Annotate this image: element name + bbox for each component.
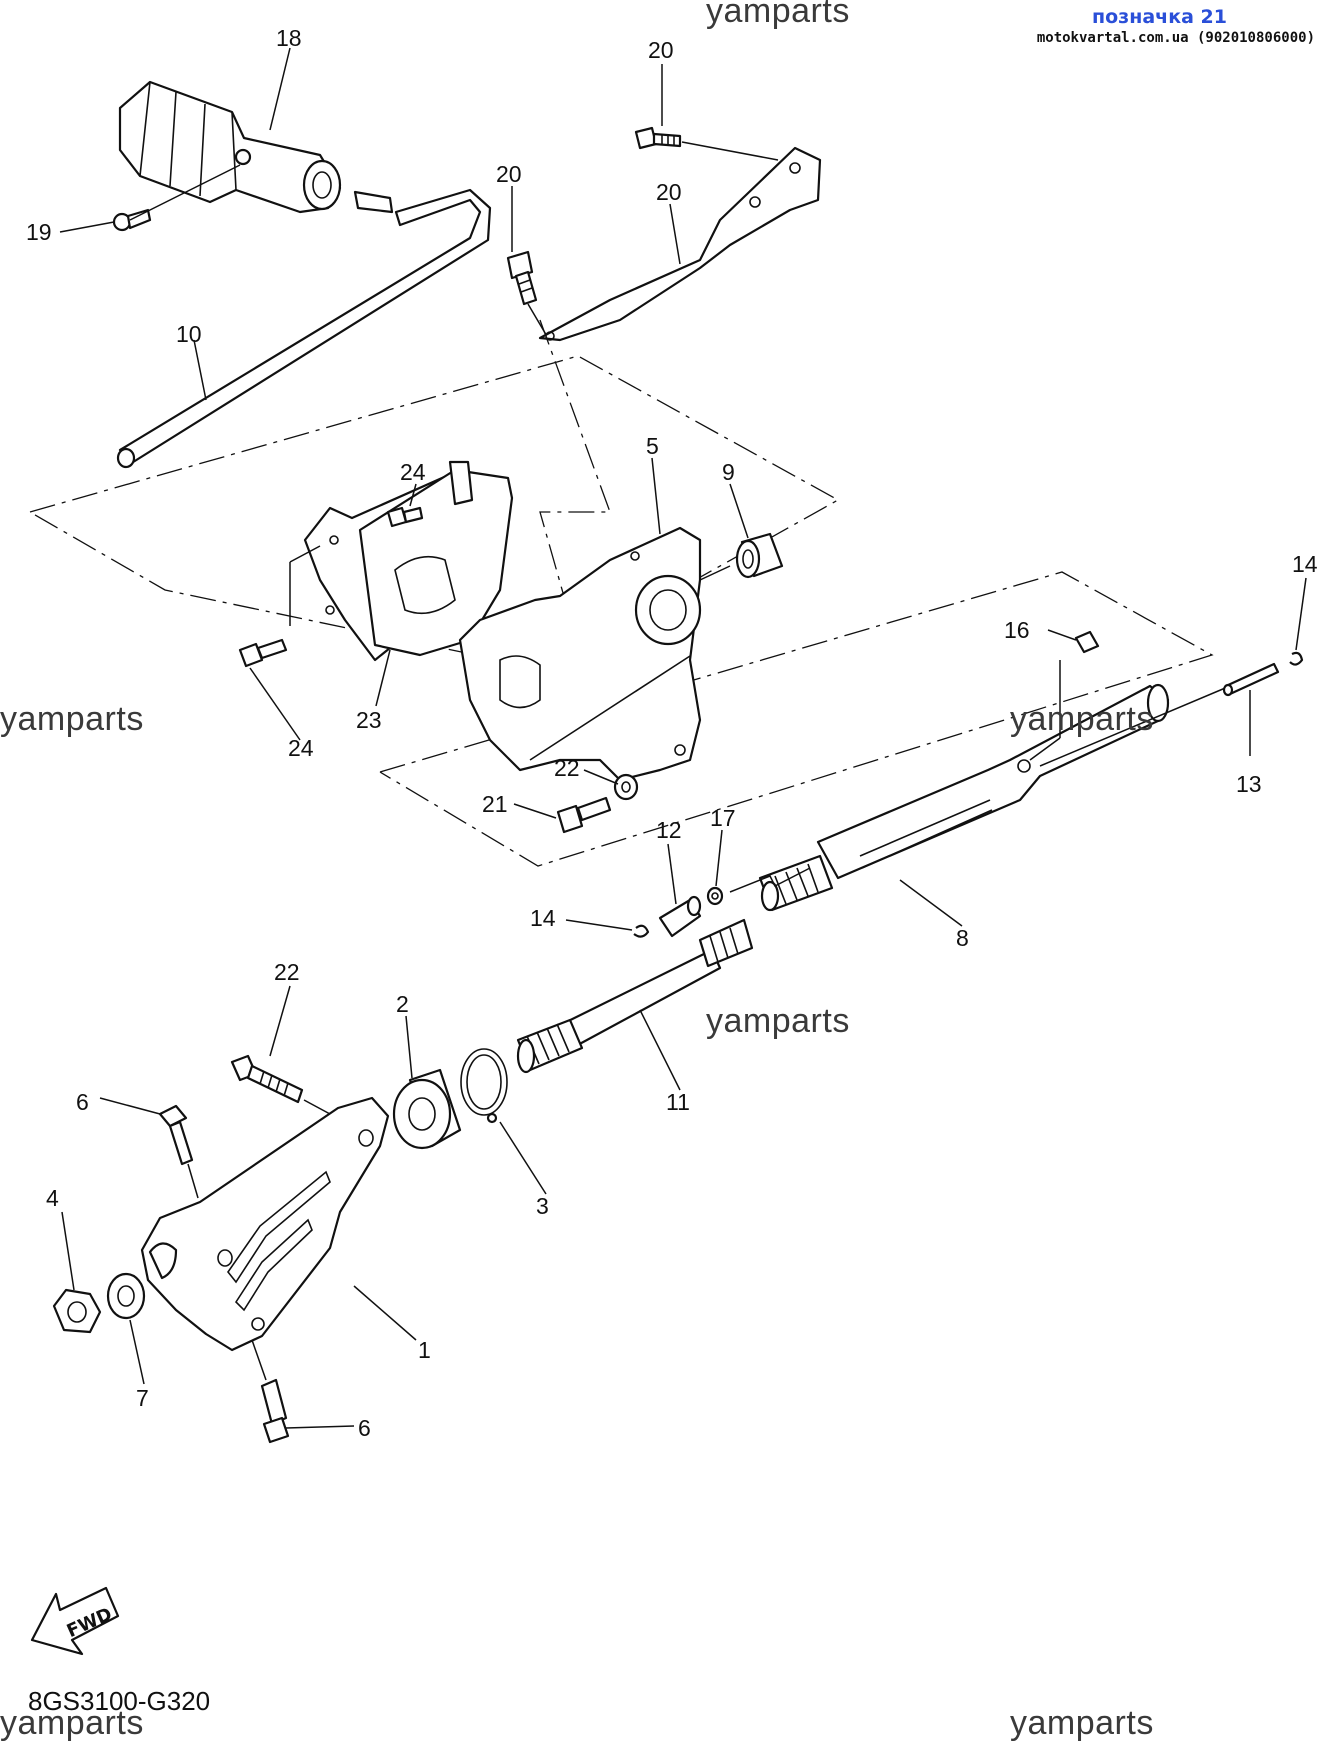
header-site: motokvartal.com.ua (902010806000) xyxy=(1036,30,1315,46)
watermark-bottom-left: yamparts xyxy=(0,1704,144,1742)
watermark-top: yamparts xyxy=(706,0,850,30)
callout-9: 9 xyxy=(722,459,735,485)
washer-21-part xyxy=(613,773,639,801)
nut-4-part xyxy=(52,1288,102,1334)
watermark-right: yamparts xyxy=(1010,700,1154,738)
callout-6-upper: 6 xyxy=(76,1089,89,1115)
washer-15-part xyxy=(706,886,724,906)
housing-plate-5-part xyxy=(458,526,702,782)
bolt-6-lower-part xyxy=(260,1378,290,1444)
callout-5: 5 xyxy=(646,433,659,459)
callout-8: 8 xyxy=(956,925,969,951)
bearing-2-part xyxy=(392,1068,462,1150)
callout-7: 7 xyxy=(136,1385,149,1411)
callout-16: 16 xyxy=(1004,617,1030,643)
bolt-6-upper-part xyxy=(158,1104,194,1166)
watermark-bottom-right: yamparts xyxy=(1010,1704,1154,1742)
callout-21: 22 xyxy=(554,755,580,781)
callout-13: 13 xyxy=(1236,771,1262,797)
pin-13-part xyxy=(1222,662,1280,697)
watermark-center: yamparts xyxy=(706,1002,850,1040)
assembly-plane-upper xyxy=(29,355,840,669)
callout-6-lower: 6 xyxy=(358,1415,371,1441)
callout-19: 20 xyxy=(656,179,682,205)
header-title: позначка 21 xyxy=(1092,6,1227,28)
washer-16-part xyxy=(1074,630,1100,654)
callout-15: 17 xyxy=(710,805,736,831)
callout-12: 12 xyxy=(656,817,682,843)
callout-leaders xyxy=(59,47,1307,1429)
assembly-leader xyxy=(539,319,611,601)
callout-20-top: 20 xyxy=(648,37,674,63)
callout-14-left: 14 xyxy=(530,905,556,931)
shift-rod-part xyxy=(116,188,492,469)
bolt-20-top-part xyxy=(634,126,682,150)
callout-1: 1 xyxy=(418,1337,431,1363)
plate-23-part xyxy=(303,460,514,662)
fwd-arrow-icon: FWD xyxy=(30,1586,120,1656)
callout-4: 4 xyxy=(46,1185,59,1211)
assembly-plane-lower xyxy=(379,571,1214,867)
screw-18-part xyxy=(112,208,152,232)
callout-23: 23 xyxy=(356,707,382,733)
bolt-24-upper-part xyxy=(386,506,424,528)
callout-14-right: 14 xyxy=(1292,551,1318,577)
callout-2: 2 xyxy=(396,991,409,1017)
bolt-22-part xyxy=(230,1054,304,1104)
shift-shaft-8-part xyxy=(758,683,1170,912)
pin-12-part xyxy=(658,895,702,938)
circlip-3-part xyxy=(460,1048,508,1124)
shift-knob-part xyxy=(118,80,342,214)
watermark-left: yamparts xyxy=(0,700,144,738)
clip-14-left-part xyxy=(633,924,650,938)
bolt-24-lower-part xyxy=(238,638,288,668)
bracket-1-part xyxy=(140,1096,390,1352)
callout-17: 18 xyxy=(276,25,302,51)
bolt-20-mid-part xyxy=(506,250,538,306)
callout-11: 11 xyxy=(666,1089,690,1115)
spring-shaft-11-part xyxy=(516,918,754,1074)
washer-7-part xyxy=(106,1272,146,1320)
clip-14-right-part xyxy=(1289,651,1304,666)
callout-20-mid: 20 xyxy=(496,161,522,187)
callout-24-upper: 24 xyxy=(400,459,426,485)
callout-18: 19 xyxy=(26,219,52,245)
callout-numbers: 18 19 10 20 20 20 5 9 24 24 23 22 21 12 … xyxy=(26,25,1318,1441)
callout-3: 3 xyxy=(536,1193,549,1219)
diagram-code: 8GS3100-G320 xyxy=(28,1686,211,1716)
callout-22: 22 xyxy=(274,959,300,985)
callout-24-lower: 24 xyxy=(288,735,314,761)
callout-20-lower: 21 xyxy=(482,791,508,817)
bracket-19-part xyxy=(538,146,822,342)
bushing-9-part xyxy=(735,532,784,579)
callout-10: 10 xyxy=(176,321,202,347)
bolt-20-lower-part xyxy=(556,796,612,834)
